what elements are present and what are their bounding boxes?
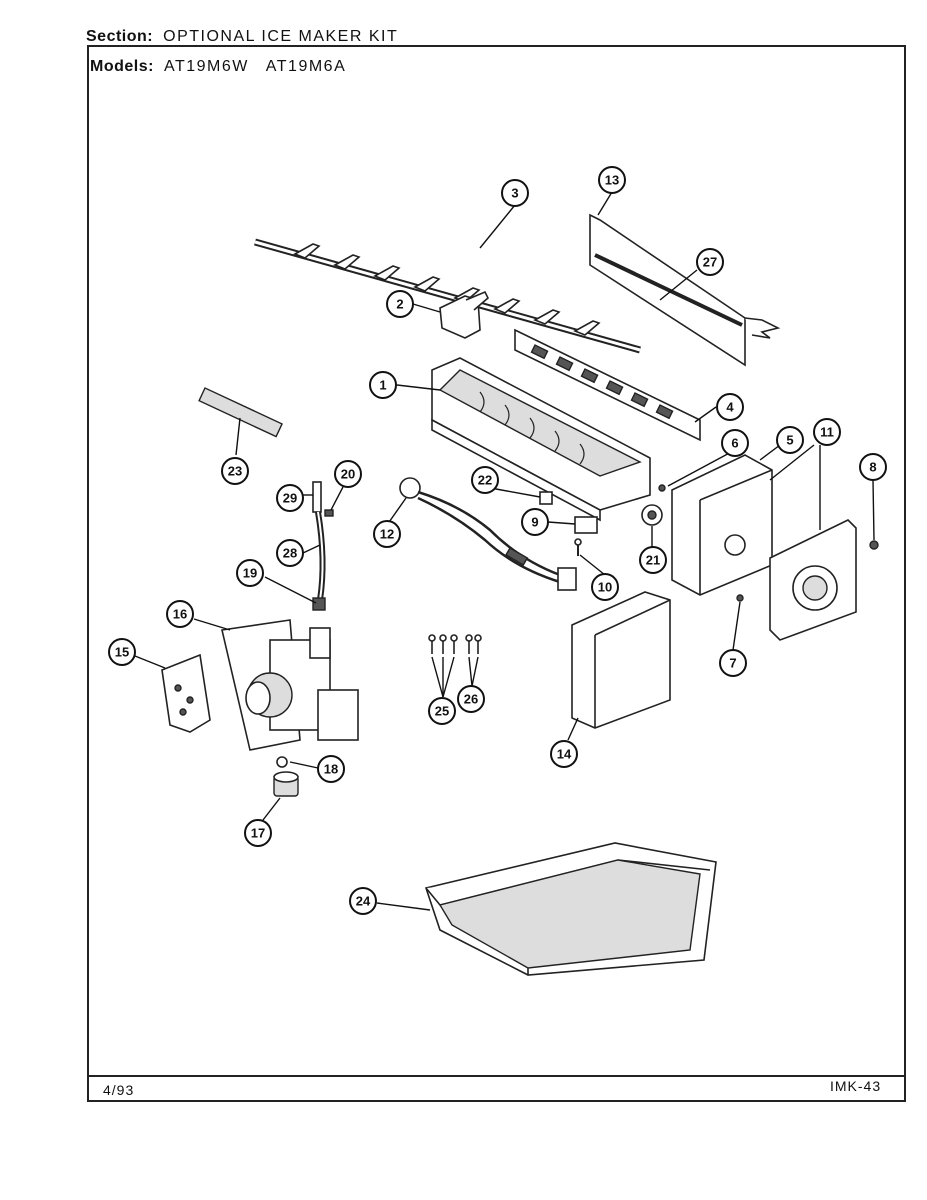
callout-23: 23	[221, 457, 249, 485]
callout-15: 15	[108, 638, 136, 666]
section-label: Section:	[86, 28, 154, 45]
models-label: Models:	[90, 58, 154, 75]
part-motor-plate	[769, 519, 857, 641]
callout-10: 10	[591, 573, 619, 601]
svg-text:16: 16	[173, 607, 187, 622]
part-washer	[276, 756, 288, 768]
callout-13: 13	[598, 166, 626, 194]
svg-text:5: 5	[786, 433, 793, 448]
part-screw-7	[736, 594, 744, 602]
svg-text:15: 15	[115, 645, 129, 660]
svg-text:24: 24	[356, 894, 371, 909]
svg-text:13: 13	[605, 173, 619, 188]
part-nut	[273, 771, 299, 797]
svg-text:12: 12	[380, 527, 394, 542]
callout-28: 28	[276, 539, 304, 567]
callout-26: 26	[457, 685, 485, 713]
callout-1: 1	[369, 371, 397, 399]
svg-text:9: 9	[531, 515, 538, 530]
svg-text:26: 26	[464, 692, 478, 707]
callout-11: 11	[813, 418, 841, 446]
callout-9: 9	[521, 508, 549, 536]
footer-date: 4/93	[103, 1082, 135, 1098]
svg-text:14: 14	[557, 747, 572, 762]
svg-text:29: 29	[283, 491, 297, 506]
svg-text:21: 21	[646, 553, 660, 568]
callout-24: 24	[349, 887, 377, 915]
part-mounting-bracket	[161, 653, 211, 733]
svg-text:19: 19	[243, 566, 257, 581]
section-line: Section: OPTIONAL ICE MAKER KIT	[86, 28, 398, 46]
callout-19: 19	[236, 559, 264, 587]
part-stripper	[514, 328, 701, 442]
part-cover	[571, 591, 671, 729]
svg-text:7: 7	[729, 656, 736, 671]
footer-divider	[87, 1075, 906, 1077]
callout-7: 7	[719, 649, 747, 677]
svg-text:3: 3	[511, 186, 518, 201]
section-value: OPTIONAL ICE MAKER KIT	[163, 28, 399, 45]
part-rod	[594, 253, 743, 327]
callout-8: 8	[859, 453, 887, 481]
svg-text:17: 17	[251, 826, 265, 841]
svg-text:28: 28	[283, 546, 297, 561]
models-line: Models: AT19M6W AT19M6A	[90, 58, 346, 76]
svg-text:20: 20	[341, 467, 355, 482]
svg-text:1: 1	[379, 378, 386, 393]
svg-text:27: 27	[703, 255, 717, 270]
callout-22: 22	[471, 466, 499, 494]
callout-5: 5	[776, 426, 804, 454]
part-mold	[431, 357, 651, 522]
callout-14: 14	[550, 740, 578, 768]
diagram-frame	[87, 45, 906, 1102]
part-clip	[539, 491, 553, 505]
part-gear	[641, 504, 663, 526]
part-screw-8	[869, 540, 879, 550]
part-water-valve	[221, 619, 359, 751]
callout-17: 17	[244, 819, 272, 847]
footer-page-code: IMK-43	[830, 1078, 882, 1094]
svg-text:10: 10	[598, 580, 612, 595]
callout-27: 27	[696, 248, 724, 276]
callout-4: 4	[716, 393, 744, 421]
svg-text:2: 2	[396, 297, 403, 312]
svg-text:8: 8	[869, 460, 876, 475]
part-screw-6	[658, 484, 666, 492]
part-ejector-shaft	[254, 238, 641, 354]
callout-29: 29	[276, 484, 304, 512]
callout-3: 3	[501, 179, 529, 207]
svg-text:23: 23	[228, 464, 242, 479]
svg-text:4: 4	[726, 400, 734, 415]
svg-text:18: 18	[324, 762, 338, 777]
callout-25: 25	[428, 697, 456, 725]
callout-2: 2	[386, 290, 414, 318]
callout-20: 20	[334, 460, 362, 488]
svg-text:25: 25	[435, 704, 449, 719]
part-screws	[428, 634, 482, 654]
callout-6: 6	[721, 429, 749, 457]
callout-21: 21	[639, 546, 667, 574]
models-value: AT19M6W AT19M6A	[163, 58, 347, 75]
part-harness	[399, 477, 577, 591]
callout-12: 12	[373, 520, 401, 548]
callout-18: 18	[317, 755, 345, 783]
part-fill-tube	[312, 481, 334, 611]
svg-text:6: 6	[731, 436, 738, 451]
svg-text:11: 11	[820, 425, 834, 440]
svg-text:22: 22	[478, 473, 492, 488]
callout-16: 16	[166, 600, 194, 628]
part-ice-bin	[424, 842, 717, 976]
part-switch	[574, 516, 598, 556]
part-bracket	[439, 290, 489, 339]
part-tube-cover	[198, 387, 283, 438]
